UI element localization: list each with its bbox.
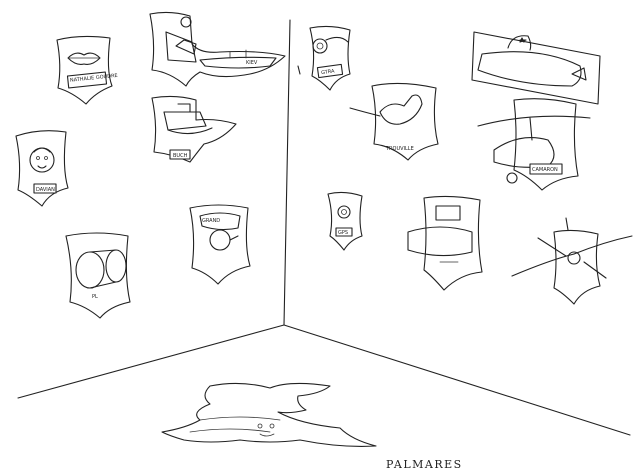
label-face: DAVIAN: [36, 187, 55, 193]
trophy-face: DAVIAN: [15, 130, 69, 207]
label-grenade: GPS: [338, 230, 348, 236]
label-sailor: GRAND: [202, 218, 220, 224]
trophy-spool: PL: [65, 232, 131, 319]
label-spool: PL: [92, 294, 98, 300]
floor-line-left: [17, 324, 285, 399]
trophy-helicopter: CAMARON: [477, 98, 591, 191]
label-lips: NATHALIE GOUDRE: [70, 73, 118, 84]
caption: PALMARES: [386, 458, 463, 471]
trophy-sailor: GRAND: [189, 204, 251, 285]
trophy-satellite: [511, 217, 633, 305]
label-boat: BUCH: [173, 153, 188, 159]
trophy-boat: BUCH: [151, 95, 237, 163]
floor-line-right: [283, 324, 631, 436]
label-diver: TROUVILLE: [385, 146, 414, 152]
label-ship: KIEV: [246, 60, 258, 66]
trophy-lips: NATHALIE GOUDRE: [56, 35, 118, 105]
trophy-diver: TROUVILLE: [349, 82, 439, 161]
trophy-grenade: GPS: [327, 191, 363, 251]
trophy-submarine: [471, 31, 601, 105]
trophy-phone: GTRA: [309, 25, 351, 91]
wall-corner-line: [283, 19, 291, 326]
label-helicopter: CAMARON: [532, 167, 558, 173]
room-corner: [17, 19, 631, 436]
trophy-tank: [407, 195, 483, 291]
label-phone: GTRA: [321, 68, 336, 76]
trophy-ship: KIEV: [149, 11, 301, 87]
rug: [161, 382, 377, 447]
